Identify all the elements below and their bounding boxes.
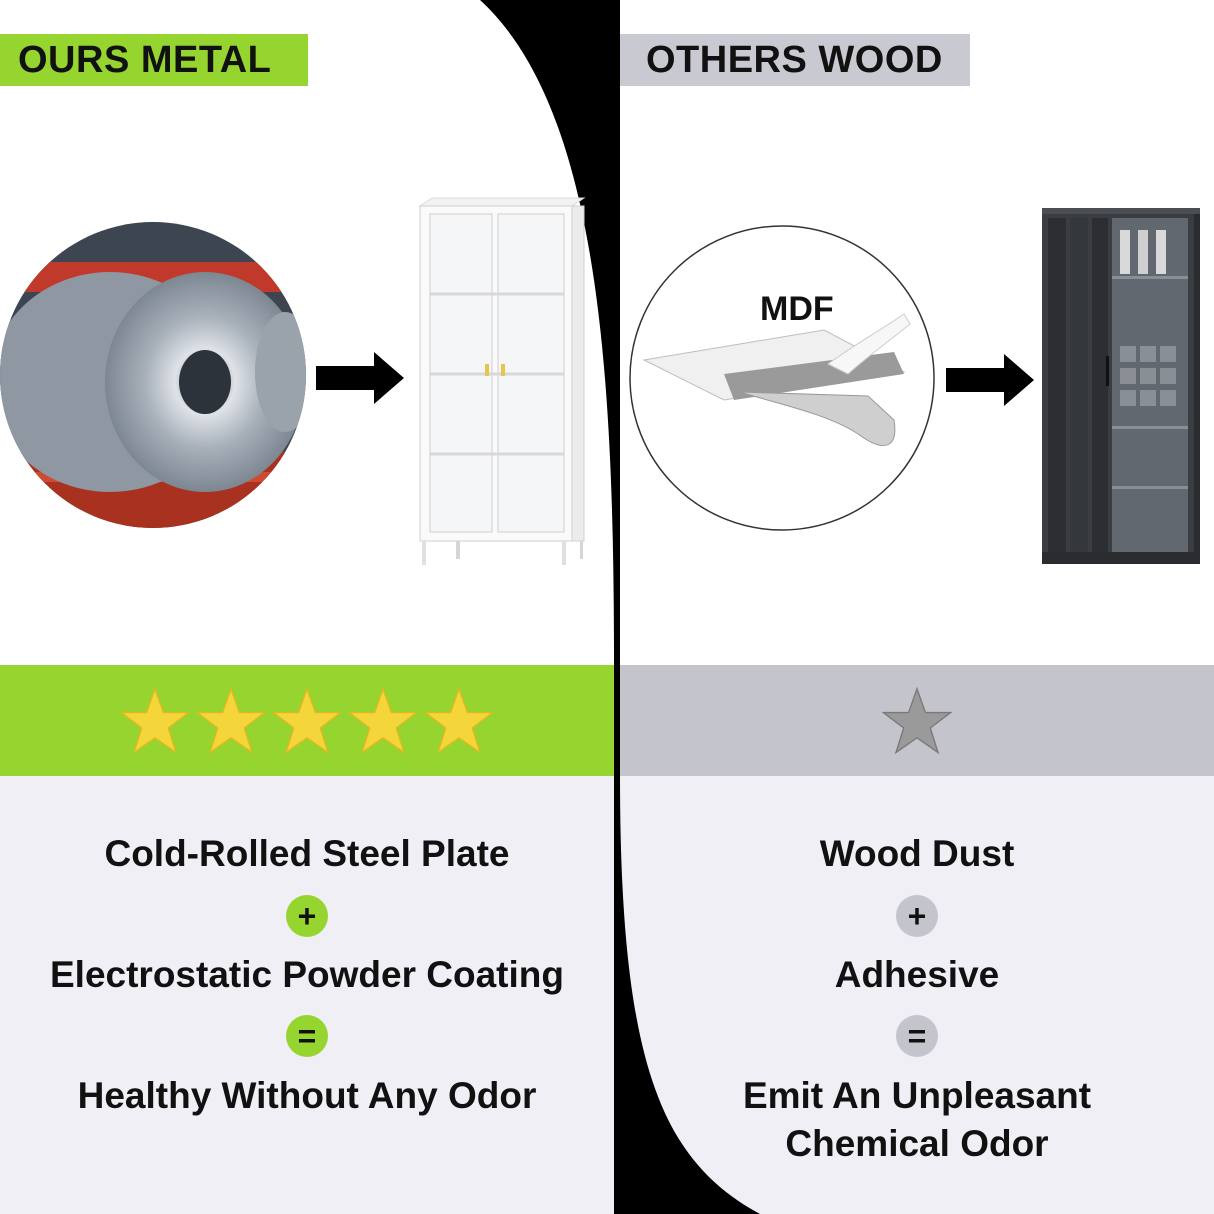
equals-icon: = [896,1015,938,1057]
star-icon [348,686,418,754]
star-icon [424,686,494,754]
star-icon [272,686,342,754]
white-metal-cabinet [418,197,586,565]
others-rating [620,665,1214,776]
star-icon [196,686,266,754]
right-arrow-icon [316,352,404,404]
star-icon [120,686,190,754]
plus-icon: + [896,895,938,937]
others-line-result-2: Chemical Odor [785,1123,1049,1164]
steel-coil-photo [0,222,306,528]
right-arrow-icon [946,354,1034,406]
ours-text-area [0,776,614,1214]
plus-icon: + [286,895,328,937]
ours-composition: Cold-Rolled Steel Plate + Electrostatic … [0,776,614,1214]
equals-icon: = [286,1015,328,1057]
star-icon [882,686,952,754]
ours-metal-label: OURS METAL [0,34,308,86]
ours-line-result: Healthy Without Any Odor [77,1075,537,1116]
mdf-board-illustration [629,225,935,531]
others-line-result-1: Emit An Unpleasant [742,1075,1092,1116]
ours-rating [0,665,614,776]
mdf-label: MDF [760,290,834,328]
dark-wood-cabinet [1042,208,1200,564]
others-composition: Wood Dust + Adhesive = Emit An Unpleasan… [620,776,1214,1214]
ours-line-material: Cold-Rolled Steel Plate [104,833,510,874]
ours-line-coating: Electrostatic Powder Coating [50,954,564,995]
others-wood-label: OTHERS WOOD [620,34,970,86]
others-line-binder: Adhesive [834,954,1000,995]
others-line-material: Wood Dust [819,833,1015,874]
